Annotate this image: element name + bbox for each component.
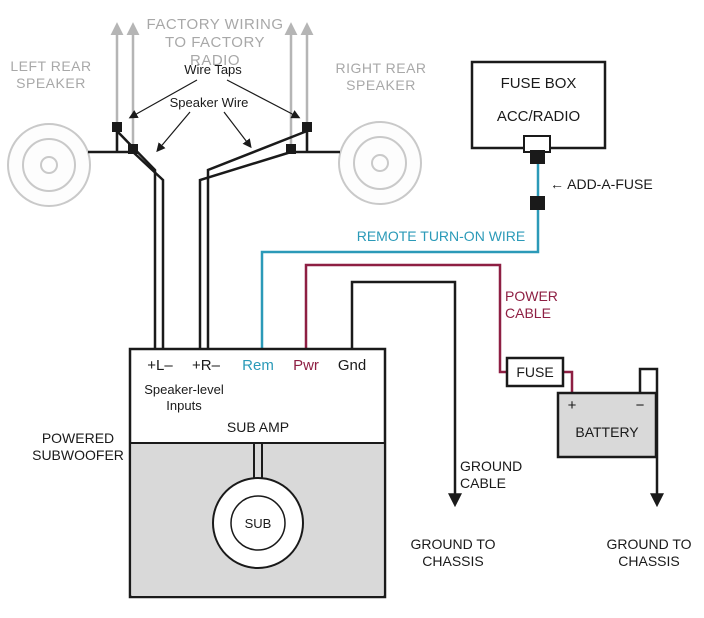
- add-a-fuse-label: ← ADD-A-FUSE: [550, 176, 653, 192]
- remote-turn-on-label: REMOTE TURN-ON WIRE: [356, 228, 526, 244]
- right-rear-speaker-label: RIGHT REAR SPEAKER: [335, 60, 427, 93]
- left-rear-speaker-label: LEFT REAR SPEAKER: [10, 58, 92, 91]
- ground-cable-label: GROUND CABLE: [460, 458, 523, 491]
- subwoofer-cone-icon: [212, 477, 304, 569]
- ground-to-chassis-left-label: GROUND TO CHASSIS: [410, 536, 496, 569]
- battery-ground-wire: [638, 367, 664, 508]
- ground-cable-wire: [350, 280, 462, 508]
- battery-minus-terminal: −: [635, 397, 645, 414]
- sub-label: SUB: [244, 516, 272, 531]
- amp-terminal-left-input: +L–: [147, 357, 173, 374]
- amp-terminal-power: Pwr: [293, 357, 319, 374]
- right-rear-speaker-icon: [338, 121, 422, 205]
- powered-subwoofer-label: POWERED SUBWOOFER: [32, 430, 124, 463]
- wire-taps-label: Wire Taps: [184, 62, 242, 77]
- annotation-arrows: [128, 79, 301, 153]
- fuse-box-label: FUSE BOX: [500, 75, 577, 92]
- speaker-wires: [116, 129, 308, 349]
- power-cable-wire: [304, 263, 574, 393]
- fuse-box-circuit-label: ACC/RADIO: [496, 108, 581, 125]
- battery-label: BATTERY: [575, 424, 639, 440]
- fuse-box: [470, 60, 607, 164]
- powered-subwoofer-box: [128, 347, 387, 599]
- amp-terminal-ground: Gnd: [337, 357, 367, 374]
- power-cable-label: POWER CABLE: [505, 288, 558, 321]
- inline-fuse: [505, 356, 565, 388]
- sub-amp-label: SUB AMP: [226, 419, 290, 435]
- battery-plus-terminal: +: [567, 397, 577, 414]
- speaker-level-inputs-label: Speaker-level Inputs: [144, 382, 224, 413]
- add-a-fuse-icon: [530, 196, 545, 210]
- wire-tap-connectors: [112, 122, 312, 154]
- speaker-wire-label: Speaker Wire: [169, 95, 249, 110]
- left-rear-speaker-icon: [7, 123, 91, 207]
- ground-to-chassis-right-label: GROUND TO CHASSIS: [606, 536, 692, 569]
- remote-turn-on-wire: [260, 164, 545, 349]
- amp-terminal-right-input: +R–: [192, 357, 220, 374]
- fuse-label: FUSE: [516, 364, 554, 380]
- factory-wiring-label: FACTORY WIRING TO FACTORY RADIO: [146, 16, 284, 69]
- battery: [556, 391, 658, 459]
- amp-terminal-remote: Rem: [242, 357, 274, 374]
